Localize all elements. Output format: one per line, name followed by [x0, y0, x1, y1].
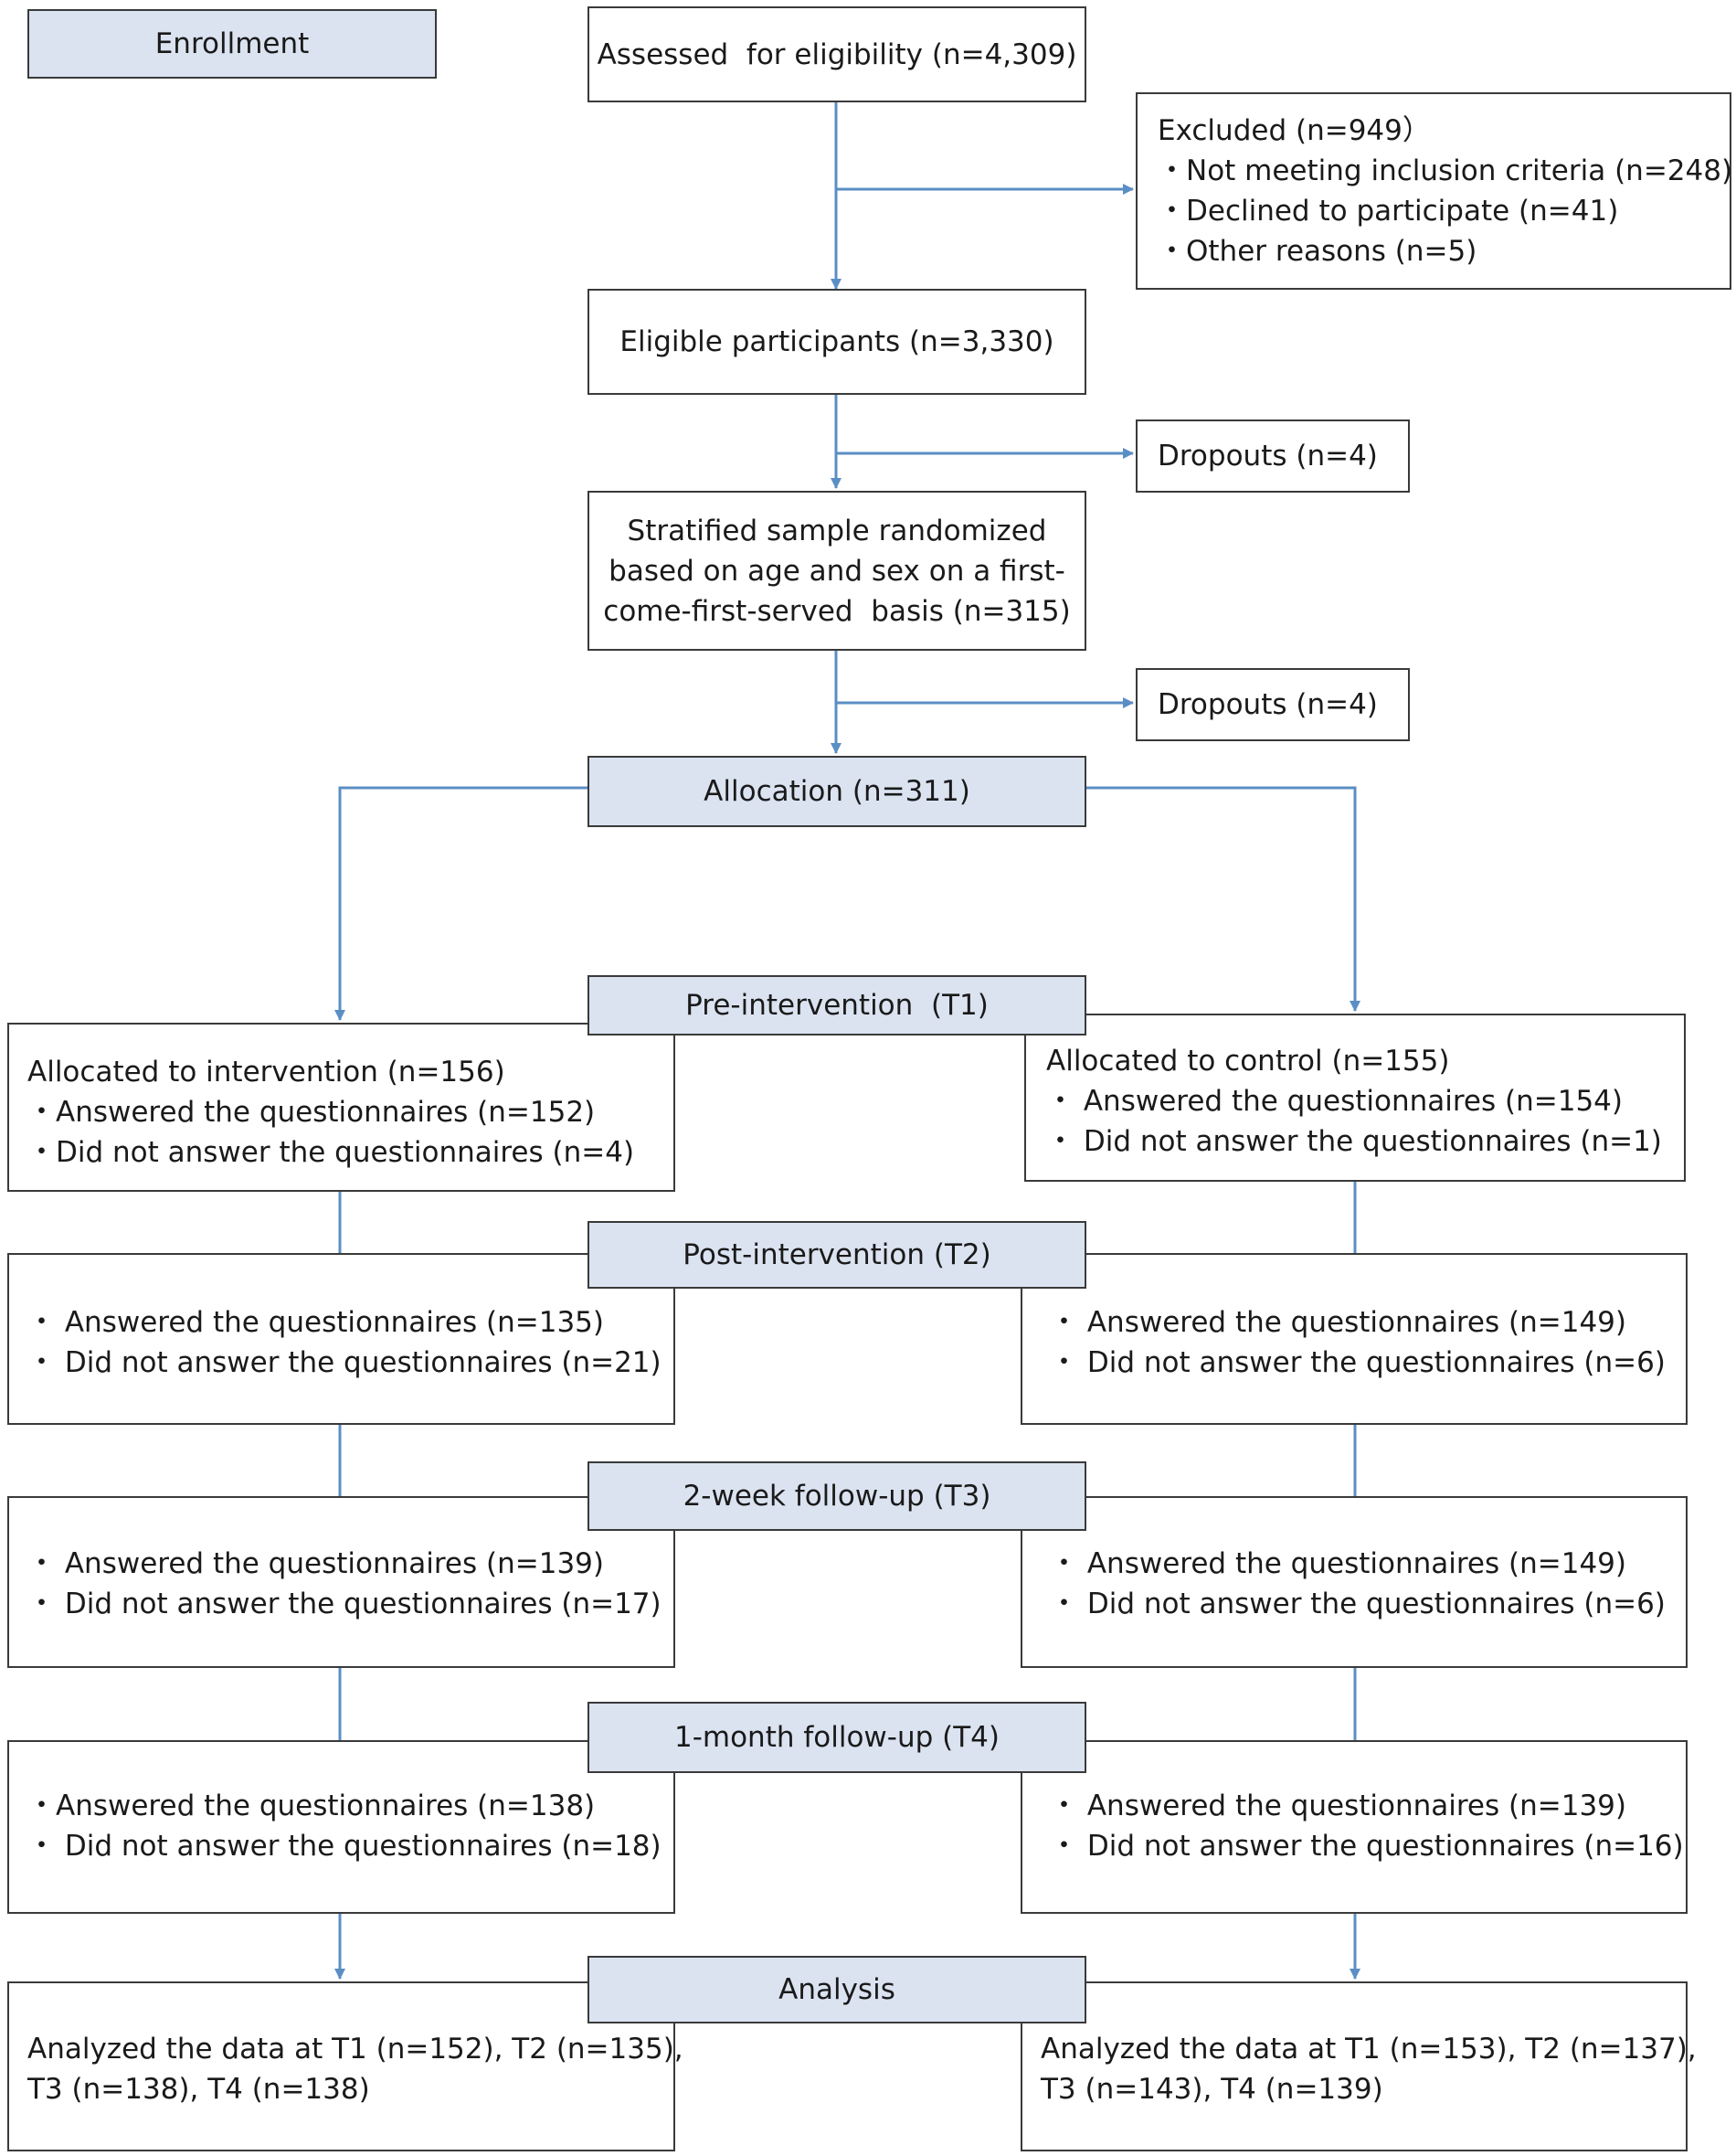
excluded-title: Excluded (n=949） [1158, 114, 1431, 147]
eligible-text: Eligible participants (n=3,330) [619, 325, 1054, 358]
excluded-box: Excluded (n=949） ・Not meeting inclusion … [1136, 92, 1733, 290]
enrollment-header: Enrollment [27, 9, 437, 79]
control-analysis-box: Analyzed the data at T1 (n=153), T2 (n=1… [1021, 1981, 1697, 2151]
control-t3-item: ・ Answered the questionnaires (n=149) [1050, 1547, 1626, 1580]
intervention-t3-item: ・ Did not answer the questionnaires (n=1… [27, 1588, 662, 1620]
control-t2-box: ・ Answered the questionnaires (n=149) ・ … [1021, 1253, 1688, 1425]
enrollment-label: Enrollment [154, 27, 310, 60]
intervention-t3-box: ・ Answered the questionnaires (n=139) ・ … [7, 1496, 675, 1668]
control-analysis-line: Analyzed the data at T1 (n=153), T2 (n=1… [1041, 2033, 1697, 2066]
arrow-allocation-to-intervention [334, 786, 587, 1021]
control-t4-item: ・ Answered the questionnaires (n=139) [1050, 1790, 1626, 1822]
excluded-item: ・Not meeting inclusion criteria (n=248) [1158, 154, 1733, 187]
allocation-label: Allocation (n=311) [704, 775, 970, 808]
dropouts-text: Dropouts (n=4) [1158, 440, 1378, 473]
control-t1-item: ・ Did not answer the questionnaires (n=1… [1046, 1125, 1662, 1158]
excluded-item: ・Other reasons (n=5) [1158, 235, 1477, 268]
control-analysis-line: T3 (n=143), T4 (n=139) [1041, 2073, 1383, 2106]
stratified-line: based on age and sex on a first- [609, 554, 1065, 588]
control-t1-title: Allocated to control (n=155) [1046, 1045, 1450, 1078]
stratified-line: Stratified sample randomized [627, 514, 1047, 547]
control-t1-item: ・ Answered the questionnaires (n=154) [1046, 1085, 1623, 1118]
intervention-analysis-line: T3 (n=138), T4 (n=138) [27, 2073, 370, 2106]
t3-header: 2-week follow-up (T3) [587, 1461, 1086, 1531]
control-t3-item: ・ Did not answer the questionnaires (n=6… [1050, 1588, 1666, 1620]
intervention-analysis-line: Analyzed the data at T1 (n=152), T2 (n=1… [27, 2033, 683, 2066]
intervention-t4-box: ・Answered the questionnaires (n=138) ・ D… [7, 1740, 675, 1914]
stratified-box: Stratified sample randomized based on ag… [587, 491, 1086, 651]
control-t4-item: ・ Did not answer the questionnaires (n=1… [1050, 1830, 1684, 1863]
t3-label: 2-week follow-up (T3) [683, 1480, 991, 1513]
analysis-label: Analysis [778, 1973, 895, 2006]
t2-header: Post-intervention (T2) [587, 1221, 1086, 1289]
eligible-box: Eligible participants (n=3,330) [587, 289, 1086, 395]
t4-header: 1-month follow-up (T4) [587, 1702, 1086, 1773]
intervention-t2-item: ・ Answered the questionnaires (n=135) [27, 1306, 604, 1339]
intervention-t4-item: ・ Did not answer the questionnaires (n=1… [27, 1830, 662, 1863]
stratified-line: come-first-served basis (n=315) [603, 594, 1071, 628]
t1-header: Pre-intervention (T1) [587, 975, 1086, 1036]
t1-label: Pre-intervention (T1) [685, 989, 989, 1022]
t2-label: Post-intervention (T2) [683, 1238, 991, 1271]
control-t3-box: ・ Answered the questionnaires (n=149) ・ … [1021, 1496, 1688, 1668]
control-t4-box: ・ Answered the questionnaires (n=139) ・ … [1021, 1740, 1688, 1914]
intervention-t2-item: ・ Did not answer the questionnaires (n=2… [27, 1346, 662, 1379]
intervention-t1-item: ・Did not answer the questionnaires (n=4) [27, 1136, 635, 1169]
assessed-box: Assessed for eligibility (n=4,309) [587, 6, 1086, 102]
intervention-t1-box: Allocated to intervention (n=156) ・Answe… [7, 1023, 675, 1192]
excluded-item: ・Declined to participate (n=41) [1158, 195, 1619, 228]
allocation-header: Allocation (n=311) [587, 756, 1086, 827]
control-t1-box: Allocated to control (n=155) ・ Answered … [1024, 1014, 1686, 1182]
dropouts-box-2: Dropouts (n=4) [1136, 668, 1410, 741]
control-t2-item: ・ Did not answer the questionnaires (n=6… [1050, 1346, 1666, 1379]
intervention-t4-item: ・Answered the questionnaires (n=138) [27, 1790, 596, 1822]
control-t2-item: ・ Answered the questionnaires (n=149) [1050, 1306, 1626, 1339]
analysis-header: Analysis [587, 1956, 1086, 2023]
intervention-t1-title: Allocated to intervention (n=156) [27, 1056, 505, 1089]
intervention-t2-box: ・ Answered the questionnaires (n=135) ・ … [7, 1253, 675, 1425]
intervention-t1-item: ・Answered the questionnaires (n=152) [27, 1096, 596, 1129]
dropouts-text: Dropouts (n=4) [1158, 688, 1378, 721]
assessed-text: Assessed for eligibility (n=4,309) [597, 37, 1077, 71]
arrow-allocation-to-control [1085, 786, 1360, 1012]
t4-label: 1-month follow-up (T4) [673, 1721, 1000, 1754]
intervention-analysis-box: Analyzed the data at T1 (n=152), T2 (n=1… [7, 1981, 683, 2151]
dropouts-box-1: Dropouts (n=4) [1136, 420, 1410, 493]
intervention-t3-item: ・ Answered the questionnaires (n=139) [27, 1547, 604, 1580]
